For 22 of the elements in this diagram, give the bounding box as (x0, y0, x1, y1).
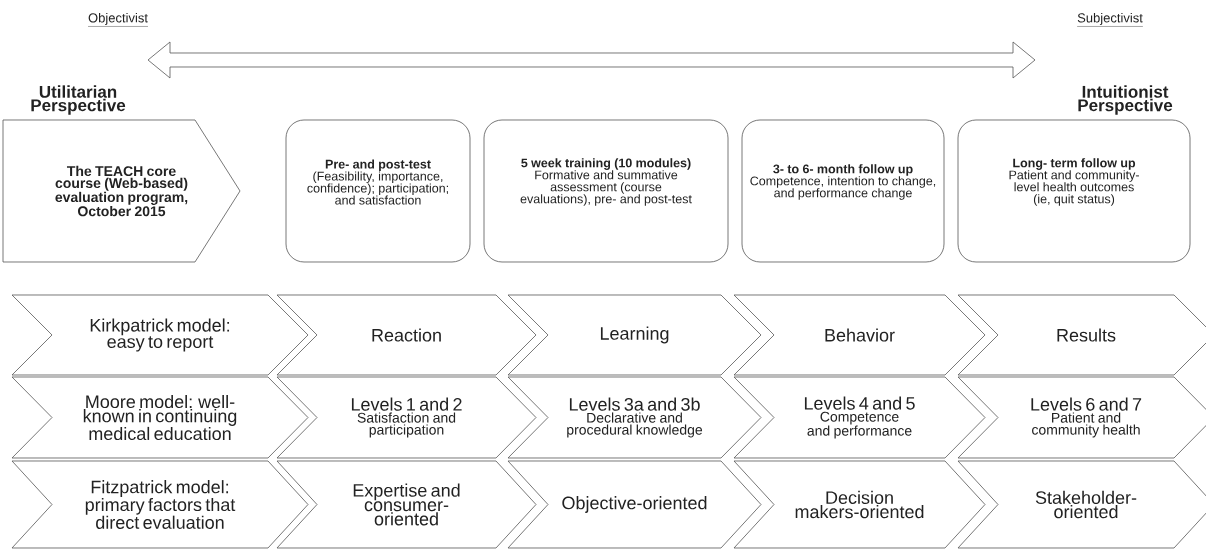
stage-band: Fitzpatrick model: primary factors that direct evaluation (11, 460, 309, 549)
spectrum-label: Objectivist (87, 12, 149, 27)
stage-box: 3- to 6- month follow up Competence, intention to change, and performance change (741, 119, 945, 263)
stage-band: Kirkpatrick model: easy to report (11, 294, 309, 376)
stage-band: Levels 1 and 2 Satisfaction and participation (276, 376, 537, 459)
process-box: The TEACH core course (Web-based) evaluation program, October 2015 (2, 119, 241, 263)
stage-box: Long- term follow up Patient and community-level health outcomes (ie, quit status) (957, 119, 1191, 263)
stage-band: Objective-oriented (507, 460, 762, 549)
stage-band: Stakeholder-oriented (957, 460, 1206, 549)
stage-band: Moore model: well-known in continuing medical education (11, 376, 309, 459)
stage-band: Behavior (733, 294, 986, 376)
stage-band: Expertise and consumer-oriented (276, 460, 537, 549)
stage-box: 5 week training (10 modules) Formative and summative assessment (course evaluations), pre- and post-test (483, 119, 729, 263)
spectrum-label: Subjectivist (1076, 12, 1144, 27)
stage-band: Decision makers-oriented (733, 460, 986, 549)
stage-band: Levels 6 and 7 Patient and community health (957, 376, 1206, 459)
stage-box: Pre- and post-test (Feasibility, importance, confidence); participation; and satisfaction (285, 119, 471, 263)
stage-band: Learning (507, 294, 762, 376)
stage-band: Reaction (276, 294, 537, 376)
stage-band: Results (957, 294, 1206, 376)
stage-band: Levels 3a and 3b Declarative and procedural knowledge (507, 376, 762, 459)
stage-band: Levels 4 and 5 Competence and performance (733, 376, 986, 459)
